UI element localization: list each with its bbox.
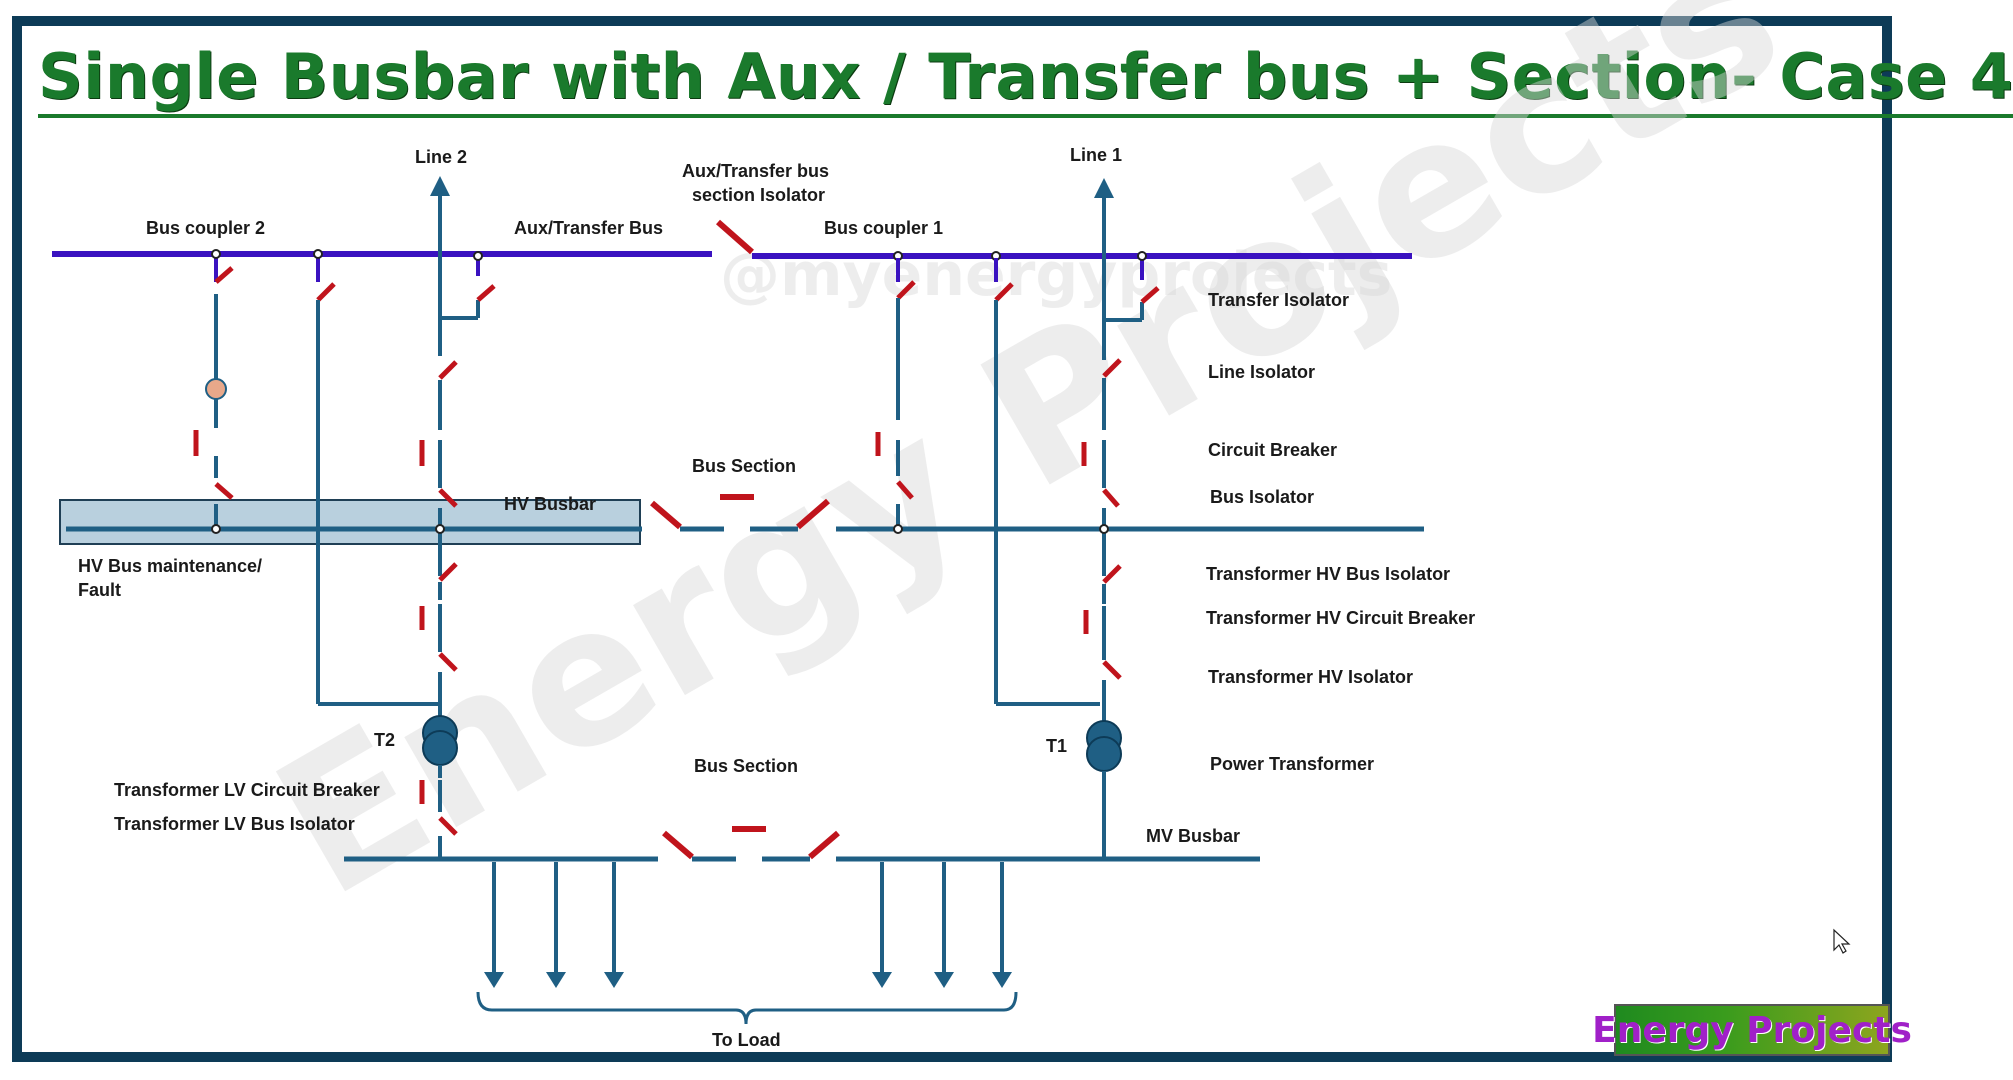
label-bus-section-mv: Bus Section: [694, 756, 798, 776]
slide: Single Busbar with Aux / Transfer bus + …: [12, 0, 2013, 1062]
transfer-path-t1: [991, 251, 1100, 706]
label-line-isolator: Line Isolator: [1208, 362, 1315, 382]
label-power-transformer: Power Transformer: [1210, 754, 1374, 774]
energy-projects-logo: Energy Projects: [1592, 1004, 1912, 1056]
label-line-1: Line 1: [1070, 145, 1122, 165]
mv-bus-section[interactable]: [662, 826, 840, 862]
label-bus-coupler-2: Bus coupler 2: [146, 218, 265, 238]
transformer-t2: [419, 715, 458, 857]
label-hv-busbar: HV Busbar: [504, 494, 596, 514]
label-tr-lv-bus-isolator: Transformer LV Bus Isolator: [114, 814, 355, 834]
hv-fault-zone: [59, 499, 641, 545]
label-hv-fault-1: HV Bus maintenance/: [78, 556, 262, 576]
transformer-t1: [1086, 720, 1122, 857]
label-line-2: Line 2: [415, 147, 467, 167]
mouse-cursor-icon: [1833, 928, 1851, 954]
label-tr-hv-cb: Transformer HV Circuit Breaker: [1206, 608, 1475, 628]
watermark-handle: @myenergyprojects: [720, 240, 1392, 310]
label-bus-coupler-1: Bus coupler 1: [824, 218, 943, 238]
label-tr-hv-isolator: Transformer HV Isolator: [1208, 667, 1413, 687]
line-2-feeder: [419, 176, 496, 716]
load-feeders: [476, 862, 1018, 1025]
label-transfer-isolator: Transfer Isolator: [1208, 290, 1349, 310]
bus-coupler-2: [193, 249, 234, 534]
label-tr-lv-cb: Transformer LV Circuit Breaker: [114, 780, 380, 800]
label-t1: T1: [1046, 736, 1067, 756]
label-aux-section-isolator-1: Aux/Transfer bus: [682, 161, 829, 181]
aux-section-isolator[interactable]: [716, 219, 754, 255]
label-tr-hv-bus-isolator: Transformer HV Bus Isolator: [1206, 564, 1450, 584]
label-aux-section-isolator-2: section Isolator: [692, 185, 825, 205]
single-line-diagram: @myenergyprojects Energy Projects: [52, 0, 1851, 1050]
logo-text: Energy Projects: [1592, 1009, 1912, 1051]
label-aux-transfer-bus: Aux/Transfer Bus: [514, 218, 663, 238]
label-to-load: To Load: [712, 1030, 781, 1050]
page-title: Single Busbar with Aux / Transfer bus + …: [38, 40, 2013, 118]
transfer-path-t2: [313, 249, 438, 706]
label-bus-isolator: Bus Isolator: [1210, 487, 1314, 507]
label-hv-fault-2: Fault: [78, 580, 121, 600]
bus-coupler-1: [875, 251, 916, 534]
watermark-big: Energy Projects: [242, 0, 1814, 939]
hv-bus-section[interactable]: [650, 494, 830, 532]
line-1-feeder: [1081, 178, 1160, 726]
label-mv-busbar: MV Busbar: [1146, 826, 1240, 846]
label-bus-section-hv: Bus Section: [692, 456, 796, 476]
label-circuit-breaker: Circuit Breaker: [1208, 440, 1337, 460]
label-t2: T2: [374, 730, 395, 750]
